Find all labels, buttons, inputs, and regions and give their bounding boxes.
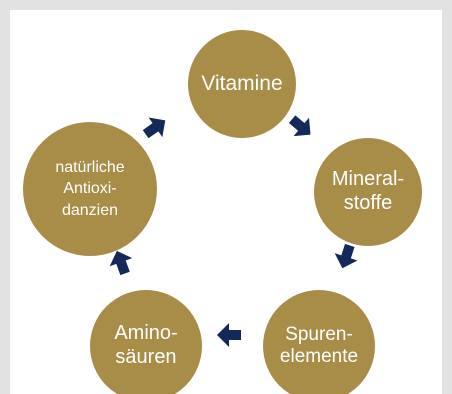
node-aminosaeuren: Amino- säuren <box>90 290 202 394</box>
node-vitamine: Vitamine <box>188 30 296 138</box>
node-label-antioxidanzien: natürliche Antioxi- danzien <box>55 158 125 219</box>
node-label-mineralstoffe: Mineral- stoffe <box>331 168 405 214</box>
node-label-aminosaeuren: Amino- säuren <box>114 322 178 368</box>
arrow-mineralstoffe-to-spurenelemente <box>334 243 358 269</box>
node-spurenelemente: Spuren- elemente <box>263 290 375 394</box>
node-mineralstoffe: Mineral- stoffe <box>314 138 422 246</box>
arrow-aminosaeuren-to-antioxidanzien <box>109 250 133 276</box>
arrow-layer <box>109 115 358 347</box>
node-label-vitamine: Vitamine <box>201 71 283 95</box>
node-antioxidanzien: natürliche Antioxi- danzien <box>23 122 157 256</box>
arrow-antioxidanzien-to-vitamine <box>142 117 166 139</box>
arrow-spurenelemente-to-aminosaeuren <box>217 323 241 347</box>
diagram-panel: Vitamine Mineral- stoffe Spuren- element… <box>10 10 442 394</box>
node-label-spurenelemente: Spuren- elemente <box>279 323 359 367</box>
arrow-vitamine-to-mineralstoffe <box>288 115 311 137</box>
